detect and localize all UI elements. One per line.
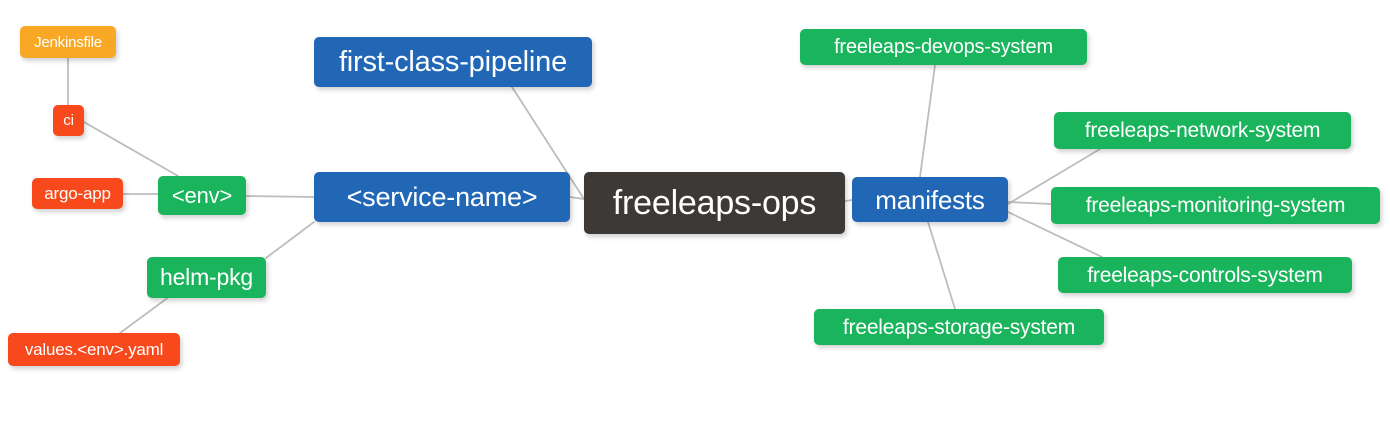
node-freeleaps-network-system[interactable]: freeleaps-network-system xyxy=(1054,112,1351,149)
node-freeleaps-ops[interactable]: freeleaps-ops xyxy=(584,172,845,234)
node-label-jenkinsfile: Jenkinsfile xyxy=(34,33,102,51)
node-freeleaps-monitoring-system[interactable]: freeleaps-monitoring-system xyxy=(1051,187,1380,224)
node-label-env: <env> xyxy=(171,182,233,208)
node-env[interactable]: <env> xyxy=(158,176,246,215)
node-jenkinsfile[interactable]: Jenkinsfile xyxy=(20,26,116,58)
edge-manifests-to-freeleaps-devops-system xyxy=(919,64,936,178)
node-label-helm-pkg: helm-pkg xyxy=(160,264,253,290)
node-label-ci: ci xyxy=(63,112,74,129)
node-label-freeleaps-controls-system: freeleaps-controls-system xyxy=(1087,263,1323,287)
edge-env-to-ci xyxy=(83,121,179,177)
edge-freeleaps-ops-to-manifests xyxy=(844,199,853,202)
node-label-values-env-yaml: values.<env>.yaml xyxy=(24,340,164,359)
node-helm-pkg[interactable]: helm-pkg xyxy=(147,257,266,298)
node-label-freeleaps-storage-system: freeleaps-storage-system xyxy=(842,315,1076,339)
edge-freeleaps-ops-to-service-name xyxy=(569,196,585,200)
node-manifests[interactable]: manifests xyxy=(852,177,1008,222)
node-label-freeleaps-devops-system: freeleaps-devops-system xyxy=(834,36,1053,58)
node-values-env-yaml[interactable]: values.<env>.yaml xyxy=(8,333,180,366)
node-service-name[interactable]: <service-name> xyxy=(314,172,570,222)
node-label-freeleaps-network-system: freeleaps-network-system xyxy=(1084,119,1321,142)
node-first-class-pipeline[interactable]: first-class-pipeline xyxy=(314,37,592,87)
edge-service-name-to-helm-pkg xyxy=(265,221,315,259)
node-label-service-name: <service-name> xyxy=(346,181,538,212)
node-label-freeleaps-ops: freeleaps-ops xyxy=(612,184,817,222)
node-freeleaps-devops-system[interactable]: freeleaps-devops-system xyxy=(800,29,1087,65)
node-freeleaps-storage-system[interactable]: freeleaps-storage-system xyxy=(814,309,1104,345)
node-ci[interactable]: ci xyxy=(53,105,84,136)
node-label-freeleaps-monitoring-system: freeleaps-monitoring-system xyxy=(1085,194,1346,217)
node-label-manifests: manifests xyxy=(875,184,985,215)
node-argo-app[interactable]: argo-app xyxy=(32,178,123,209)
node-label-argo-app: argo-app xyxy=(44,184,111,203)
node-freeleaps-controls-system[interactable]: freeleaps-controls-system xyxy=(1058,257,1352,293)
edge-service-name-to-env xyxy=(245,195,315,198)
edge-manifests-to-freeleaps-monitoring-system xyxy=(1007,201,1052,205)
edge-manifests-to-freeleaps-storage-system xyxy=(927,221,956,310)
node-label-first-class-pipeline: first-class-pipeline xyxy=(338,45,568,78)
